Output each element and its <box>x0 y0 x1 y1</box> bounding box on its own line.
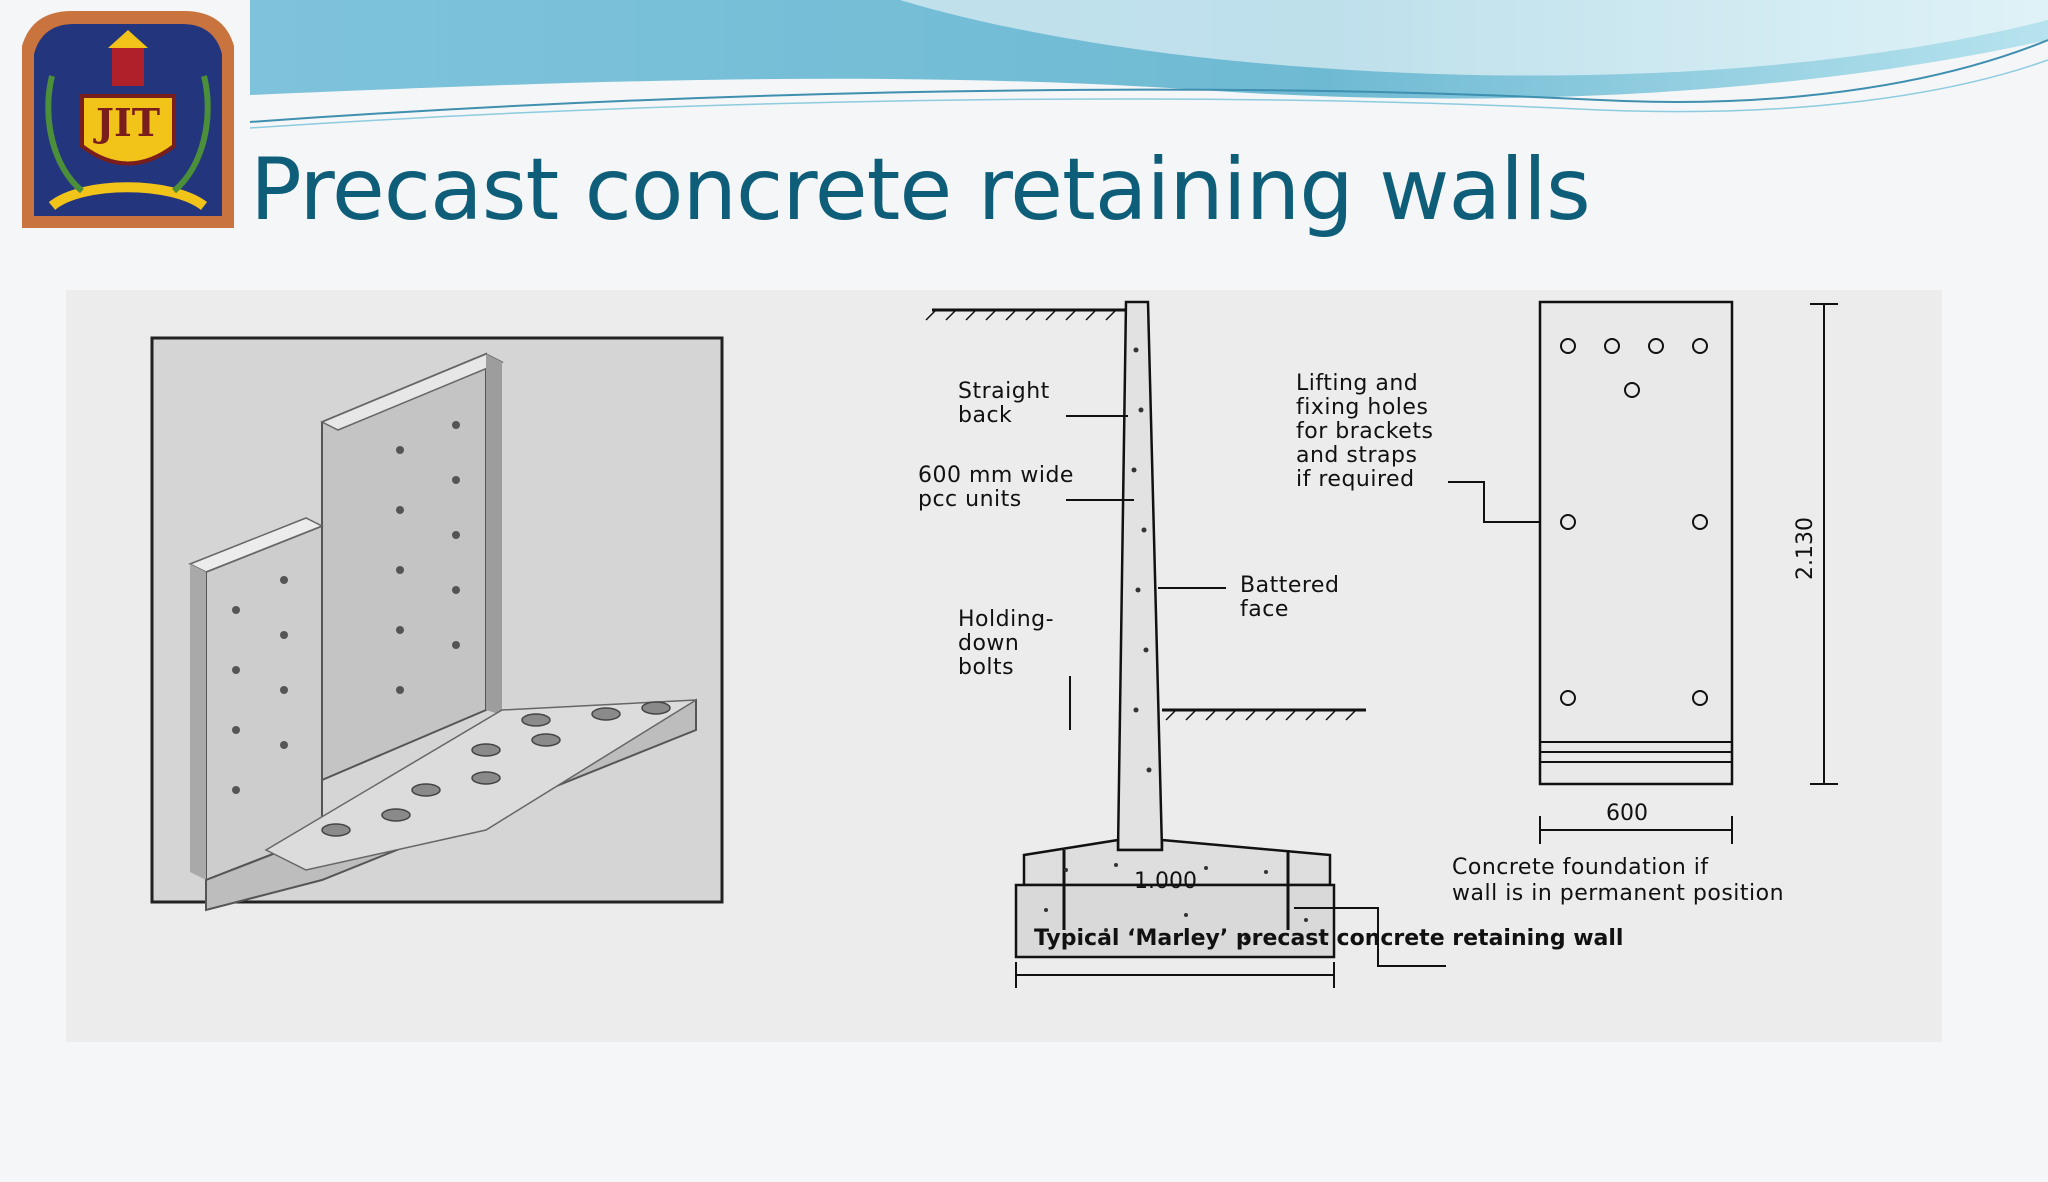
figure-caption: Typical ‘Marley’ precast concrete retain… <box>1034 926 1623 951</box>
figure-panel: Straight back 600 mm wide pcc units Hold… <box>66 290 1942 1042</box>
isometric-wall-illustration <box>150 336 724 912</box>
top-wave-light <box>900 0 2048 76</box>
label-holding-down-bolts: Holding- down bolts <box>958 607 1062 680</box>
svg-text:JIT: JIT <box>93 100 160 145</box>
label-lifting-holes: Lifting and fixing holes for brackets an… <box>1296 371 1441 492</box>
unit-elevation-drawing <box>1538 300 1838 844</box>
wall-section-drawing <box>925 300 1550 988</box>
institute-logo: JIT <box>22 11 234 228</box>
label-pcc-units: 600 mm wide pcc units <box>918 463 1081 512</box>
top-wave-line <box>249 39 2048 123</box>
figure-drawing: Straight back 600 mm wide pcc units Hold… <box>150 300 1838 988</box>
label-concrete-foundation: Concrete foundation if wall is in perman… <box>1452 855 1784 906</box>
dimension-unit-width: 600 <box>1606 801 1648 826</box>
dimension-base-width: 1.000 <box>1134 869 1197 894</box>
label-straight-back: Straight back <box>958 379 1057 428</box>
slide-title: Precast concrete retaining walls <box>250 140 1591 240</box>
label-battered-face: Battered face <box>1240 573 1347 622</box>
dimension-wall-height: 2.130 <box>1793 517 1818 580</box>
